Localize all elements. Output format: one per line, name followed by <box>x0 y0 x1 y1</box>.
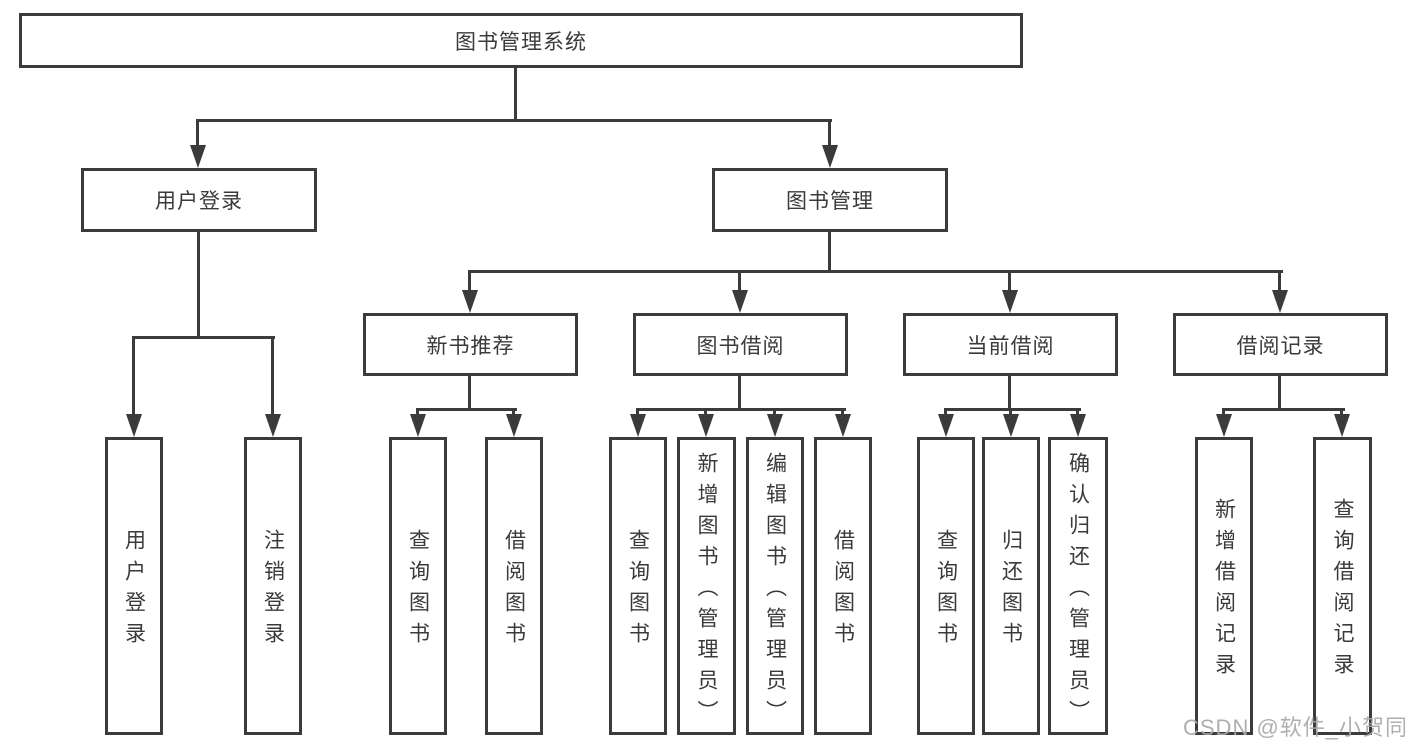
connector-user-login-vertical <box>197 232 200 339</box>
connector-drop-confirm-return <box>1076 408 1079 418</box>
arrowhead-user-login <box>190 145 206 168</box>
connector-drop-edit-book <box>773 408 776 418</box>
leaf-query-book-borrow: 查询图书 <box>609 437 667 735</box>
arrowhead-add-book <box>698 414 714 437</box>
leaf-logout-label: 注销登录 <box>261 529 285 653</box>
connector-drop-current-borrow <box>1008 270 1011 294</box>
node-current-borrow: 当前借阅 <box>903 313 1118 376</box>
leaf-query-book-current-label: 查询图书 <box>934 529 958 653</box>
node-current-borrow-label: 当前借阅 <box>966 334 1055 358</box>
connector-drop-query-book-3 <box>944 408 947 418</box>
connector-drop-user-login <box>196 119 199 150</box>
arrowhead-book-management <box>822 145 838 168</box>
leaf-query-book-recommend-label: 查询图书 <box>406 529 430 653</box>
node-book-management: 图书管理 <box>712 168 948 232</box>
connector-drop-query-record <box>1340 408 1343 418</box>
connector-new-book-horizontal <box>416 408 517 411</box>
connector-root-horizontal <box>196 119 832 122</box>
leaf-return-book-label: 归还图书 <box>999 529 1023 653</box>
node-user-login: 用户登录 <box>81 168 317 232</box>
arrowhead-edit-book <box>767 414 783 437</box>
csdn-watermark: CSDN @软件_小贺同学 <box>1183 715 1405 740</box>
connector-drop-book-management <box>828 119 831 150</box>
leaf-add-borrow-record-label: 新增借阅记录 <box>1212 498 1236 684</box>
arrowhead-book-borrow <box>732 290 748 313</box>
leaf-logout: 注销登录 <box>244 437 302 735</box>
leaf-borrow-book-label: 借阅图书 <box>831 529 855 653</box>
node-book-management-label: 图书管理 <box>786 190 874 213</box>
leaf-query-book-current: 查询图书 <box>917 437 975 735</box>
arrowhead-query-book-3 <box>938 414 954 437</box>
connector-drop-add-record <box>1222 408 1225 418</box>
connector-book-borrow-horizontal <box>636 408 846 411</box>
connector-drop-borrow-book-1 <box>512 408 515 418</box>
connector-borrow-records-horizontal <box>1222 408 1345 411</box>
connector-drop-borrow-book-2 <box>841 408 844 418</box>
node-root-label: 图书管理系统 <box>455 30 587 54</box>
arrowhead-query-book-2 <box>630 414 646 437</box>
leaf-borrow-book-recommend-label: 借阅图书 <box>502 529 526 653</box>
leaf-edit-book-admin-label: 编辑图书（管理员） <box>763 451 787 731</box>
connector-drop-query-book-1 <box>416 408 419 418</box>
node-borrow-records-label: 借阅记录 <box>1236 334 1325 358</box>
arrowhead-add-record <box>1216 414 1232 437</box>
leaf-query-borrow-record: 查询借阅记录 <box>1313 437 1372 735</box>
node-new-book-recommend-label: 新书推荐 <box>426 334 515 358</box>
node-borrow-records: 借阅记录 <box>1173 313 1388 376</box>
connector-drop-borrow-records <box>1278 270 1281 294</box>
connector-drop-return-book <box>1009 408 1012 418</box>
arrowhead-borrow-book-1 <box>506 414 522 437</box>
connector-new-book-vertical <box>468 376 471 411</box>
connector-borrow-records-vertical <box>1278 376 1281 411</box>
node-user-login-label: 用户登录 <box>155 190 243 213</box>
leaf-add-book-admin: 新增图书（管理员） <box>677 437 736 735</box>
leaf-query-book-recommend: 查询图书 <box>389 437 447 735</box>
arrowhead-leaf-user-login <box>126 414 142 437</box>
connector-book-borrow-vertical <box>738 376 741 411</box>
leaf-add-borrow-record: 新增借阅记录 <box>1195 437 1253 735</box>
leaf-user-login: 用户登录 <box>105 437 163 735</box>
connector-book-management-horizontal <box>468 270 1283 273</box>
leaf-borrow-book-recommend: 借阅图书 <box>485 437 543 735</box>
connector-current-borrow-horizontal <box>944 408 1081 411</box>
leaf-query-book-borrow-label: 查询图书 <box>626 529 650 653</box>
arrowhead-query-book-1 <box>410 414 426 437</box>
leaf-add-book-admin-label: 新增图书（管理员） <box>695 451 718 731</box>
connector-drop-query-book-2 <box>636 408 639 418</box>
leaf-edit-book-admin: 编辑图书（管理员） <box>746 437 804 735</box>
connector-book-management-vertical <box>828 232 831 273</box>
connector-user-login-horizontal <box>132 336 275 339</box>
connector-root-vertical <box>514 68 517 122</box>
arrowhead-new-book <box>462 290 478 313</box>
leaf-borrow-book: 借阅图书 <box>814 437 872 735</box>
arrowhead-confirm-return <box>1070 414 1086 437</box>
connector-drop-leaf-user-login <box>132 336 135 416</box>
leaf-confirm-return-admin-label: 确认归还（管理员） <box>1066 451 1090 731</box>
arrowhead-query-record <box>1334 414 1350 437</box>
connector-drop-new-book <box>468 270 471 294</box>
node-root: 图书管理系统 <box>19 13 1023 68</box>
arrowhead-borrow-book-2 <box>835 414 851 437</box>
leaf-user-login-label: 用户登录 <box>122 529 146 653</box>
connector-current-borrow-vertical <box>1008 376 1011 411</box>
leaf-query-borrow-record-label: 查询借阅记录 <box>1331 498 1354 684</box>
node-new-book-recommend: 新书推荐 <box>363 313 578 376</box>
node-book-borrow-label: 图书借阅 <box>696 334 785 358</box>
connector-drop-leaf-logout <box>271 336 274 416</box>
arrowhead-borrow-records <box>1272 290 1288 313</box>
arrowhead-return-book <box>1003 414 1019 437</box>
node-book-borrow: 图书借阅 <box>633 313 848 376</box>
arrowhead-current-borrow <box>1002 290 1018 313</box>
connector-drop-book-borrow <box>738 270 741 294</box>
arrowhead-leaf-logout <box>265 414 281 437</box>
connector-drop-add-book <box>704 408 707 418</box>
leaf-confirm-return-admin: 确认归还（管理员） <box>1048 437 1108 735</box>
leaf-return-book: 归还图书 <box>982 437 1040 735</box>
